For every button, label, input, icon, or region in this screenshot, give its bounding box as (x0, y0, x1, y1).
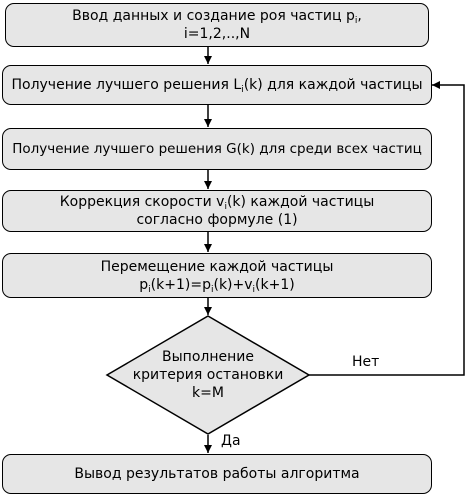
edge-label-yes: Да (221, 433, 241, 449)
edge-label-no: Нет (352, 354, 380, 370)
decision-text: Выполнение критерия остановки k=M (107, 337, 309, 413)
step-local-best-box: Получение лучшего решения Li(k) для кажд… (2, 65, 432, 105)
step-input-line1: Ввод данных и создание роя частиц pi, (72, 8, 362, 26)
step-input-box: Ввод данных и создание роя частиц pi, i=… (5, 3, 429, 47)
step-local-best-text: Получение лучшего решения Li(k) для кажд… (11, 77, 423, 95)
step-velocity-line2: согласно формуле (1) (136, 212, 298, 228)
step-output-box: Вывод результатов работы алгоритма (2, 454, 432, 494)
step-input-line2: i=1,2,..,N (183, 26, 251, 42)
step-velocity-box: Коррекция скорости vi(k) каждой частицы … (2, 190, 432, 232)
step-move-box: Перемещение каждой частицы pi(k+1)=pi(k)… (2, 253, 432, 298)
step-move-formula: pi(k+1)=pi(k)+vi(k+1) (139, 276, 295, 295)
step-velocity-line1: Коррекция скорости vi(k) каждой частицы (59, 194, 375, 212)
arrow-no-loop (309, 81, 465, 376)
step-global-best-text: Получение лучшего решения G(k) для среди… (12, 141, 422, 157)
step-global-best-box: Получение лучшего решения G(k) для среди… (2, 128, 432, 170)
step-move-line1: Перемещение каждой частицы (100, 258, 334, 275)
decision-line3: k=M (192, 385, 224, 401)
decision-line2: критерия остановки (132, 367, 284, 383)
decision-diamond (105, 315, 311, 435)
decision-line1: Выполнение (162, 349, 254, 365)
step-output-text: Вывод результатов работы алгоритма (74, 466, 360, 482)
